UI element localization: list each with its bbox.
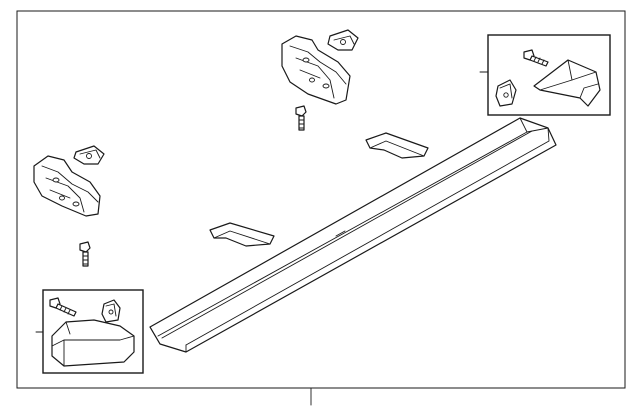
clip-nut-inset-rear[interactable] [495,79,517,107]
support-pad-upper[interactable] [365,132,429,159]
bolt-inset-rear[interactable] [523,49,549,67]
running-board[interactable] [149,117,557,353]
end-cap-front[interactable] [51,319,135,367]
bolt-inset-front[interactable] [49,297,77,317]
clip-nut-inset-front[interactable] [101,299,121,323]
end-cap-rear[interactable] [533,59,601,107]
bracket-rear[interactable] [281,35,351,105]
bolt-front[interactable] [79,241,91,267]
diagram-frame [16,10,626,389]
support-pad-lower[interactable] [209,222,275,247]
clip-nut-rear[interactable] [327,29,359,51]
clip-nut-front[interactable] [73,145,105,165]
bracket-front[interactable] [33,155,101,217]
bolt-rear[interactable] [295,105,307,131]
